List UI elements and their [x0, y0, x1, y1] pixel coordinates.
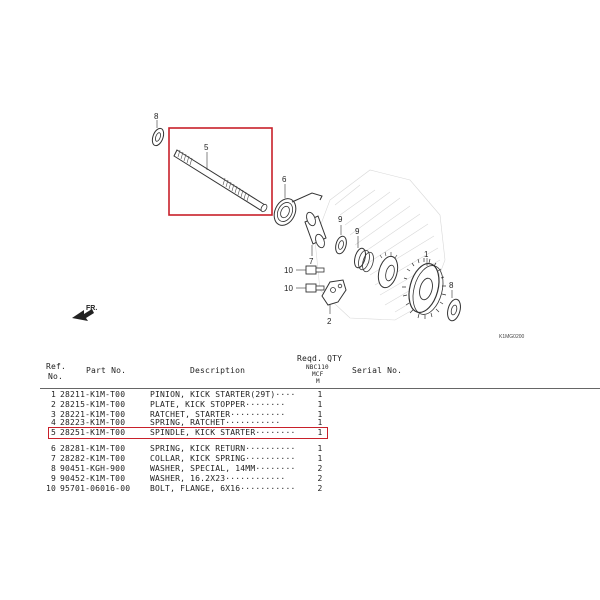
header-part-no: Part No. [86, 366, 127, 375]
row-part-no: 28215-K1M-T00 [60, 400, 126, 409]
row-qty: 1 [317, 410, 323, 419]
row-qty: 1 [317, 390, 323, 399]
callout-5: 5 [204, 143, 209, 152]
callout-10-lower: 10 [284, 284, 293, 293]
table-row[interactable]: 9 90452-K1M-T00 WASHER, 16.2X23·········… [0, 474, 600, 484]
callout-7: 7 [309, 257, 314, 266]
row-ref: 9 [50, 474, 56, 483]
table-row[interactable]: 1 28211-K1M-T00 PINION, KICK STARTER(29T… [0, 390, 600, 400]
row-description: BOLT, FLANGE, 6X16··········· [150, 484, 296, 493]
part-5-spindle[interactable] [173, 149, 268, 213]
callout-8-lower: 8 [449, 281, 454, 290]
part-9-washer-upper[interactable] [334, 235, 348, 255]
callout-1: 1 [424, 250, 429, 259]
callout-2: 2 [327, 317, 332, 326]
row-description: SPINDLE, KICK STARTER········ [150, 428, 296, 437]
row-ref: 7 [50, 454, 56, 463]
row-part-no: 90451-KGH-900 [60, 464, 126, 473]
row-qty: 1 [317, 400, 323, 409]
part-8-washer-lower[interactable] [445, 298, 462, 322]
header-model-line1: NBC110 [306, 364, 329, 371]
header-reqd-qty: Reqd. QTY [297, 354, 343, 363]
row-description: WASHER, 16.2X23············ [150, 474, 286, 483]
table-row[interactable]: 10 95701-06016-00 BOLT, FLANGE, 6X16····… [0, 484, 600, 494]
part-10-bolt-upper[interactable] [305, 265, 325, 275]
row-ref: 10 [45, 484, 56, 493]
callout-8-top: 8 [154, 112, 159, 121]
header-serial-no: Serial No. [352, 366, 403, 375]
row-ref: 2 [50, 400, 56, 409]
table-row-highlighted[interactable]: 5 28251-K1M-T00 SPINDLE, KICK STARTER···… [0, 428, 600, 438]
part-7-collar[interactable] [304, 211, 327, 249]
row-qty: 1 [317, 428, 323, 437]
row-ref: 6 [50, 444, 56, 453]
row-part-no: 90452-K1M-T00 [60, 474, 126, 483]
drawing-code: K1MG0200 [499, 334, 525, 340]
front-direction-arrow [72, 309, 94, 321]
front-label: FR. [86, 305, 97, 312]
highlight-box-spindle [168, 127, 273, 216]
part-1-pinion-gear[interactable] [402, 258, 448, 319]
row-part-no: 28211-K1M-T00 [60, 390, 126, 399]
callout-9-upper: 9 [338, 215, 343, 224]
exploded-parts-diagram: 8 5 6 [72, 112, 525, 340]
table-header: Ref. No. Part No. Description Reqd. QTY … [0, 352, 600, 388]
part-2-stopper-plate[interactable] [321, 279, 347, 306]
row-qty: 2 [317, 464, 323, 473]
header-model-line3: M [316, 378, 320, 385]
table-row[interactable]: 3 28221-K1M-T00 RATCHET, STARTER········… [0, 410, 600, 420]
header-divider [40, 388, 600, 389]
table-row[interactable]: 6 28281-K1M-T00 SPRING, KICK RETURN·····… [0, 444, 600, 454]
highlight-box-row-5 [48, 427, 328, 439]
row-part-no: 28221-K1M-T00 [60, 410, 126, 419]
row-part-no: 28282-K1M-T00 [60, 454, 126, 463]
header-description: Description [190, 366, 246, 375]
row-part-no: 28223-K1M-T00 [60, 418, 126, 427]
table-row[interactable]: 2 28215-K1M-T00 PLATE, KICK STOPPER·····… [0, 400, 600, 410]
table-row[interactable]: 7 28282-K1M-T00 COLLAR, KICK SPRING·····… [0, 454, 600, 464]
row-qty: 2 [317, 484, 323, 493]
header-ref-line1: Ref. [46, 362, 67, 371]
row-part-no: 28251-K1M-T00 [60, 428, 126, 437]
part-4-ratchet-spring[interactable] [353, 247, 376, 273]
part-10-bolt-lower[interactable] [305, 283, 325, 293]
row-description: COLLAR, KICK SPRING·········· [150, 454, 296, 463]
row-ref: 3 [50, 410, 56, 419]
row-ref: 8 [50, 464, 56, 473]
row-description: SPRING, KICK RETURN·········· [150, 444, 296, 453]
row-qty: 1 [317, 454, 323, 463]
row-description: PINION, KICK STARTER(29T)···· [150, 390, 296, 399]
callout-10-upper: 10 [284, 266, 293, 275]
table-row[interactable]: 8 90451-KGH-900 WASHER, SPECIAL, 14MM···… [0, 464, 600, 474]
callout-9-lower: 9 [355, 227, 360, 236]
row-description: RATCHET, STARTER··········· [150, 410, 286, 419]
header-model-line2: MCF [312, 371, 324, 378]
row-ref: 1 [50, 390, 56, 399]
row-qty: 2 [317, 474, 323, 483]
row-description: SPRING, RATCHET··········· [150, 418, 281, 427]
row-description: WASHER, SPECIAL, 14MM········ [150, 464, 296, 473]
table-row[interactable]: 4 28223-K1M-T00 SPRING, RATCHET·········… [0, 418, 600, 428]
callout-6: 6 [282, 175, 287, 184]
header-ref-line2: No. [48, 372, 64, 381]
row-qty: 1 [317, 418, 323, 427]
row-part-no: 28281-K1M-T00 [60, 444, 126, 453]
row-ref: 5 [50, 428, 56, 437]
part-3-ratchet[interactable] [375, 251, 401, 290]
row-qty: 1 [317, 444, 323, 453]
part-6-return-spring[interactable] [270, 192, 323, 229]
row-description: PLATE, KICK STOPPER········ [150, 400, 286, 409]
part-8-washer-top[interactable] [150, 127, 166, 147]
row-ref: 4 [50, 418, 56, 427]
row-part-no: 95701-06016-00 [60, 484, 131, 493]
